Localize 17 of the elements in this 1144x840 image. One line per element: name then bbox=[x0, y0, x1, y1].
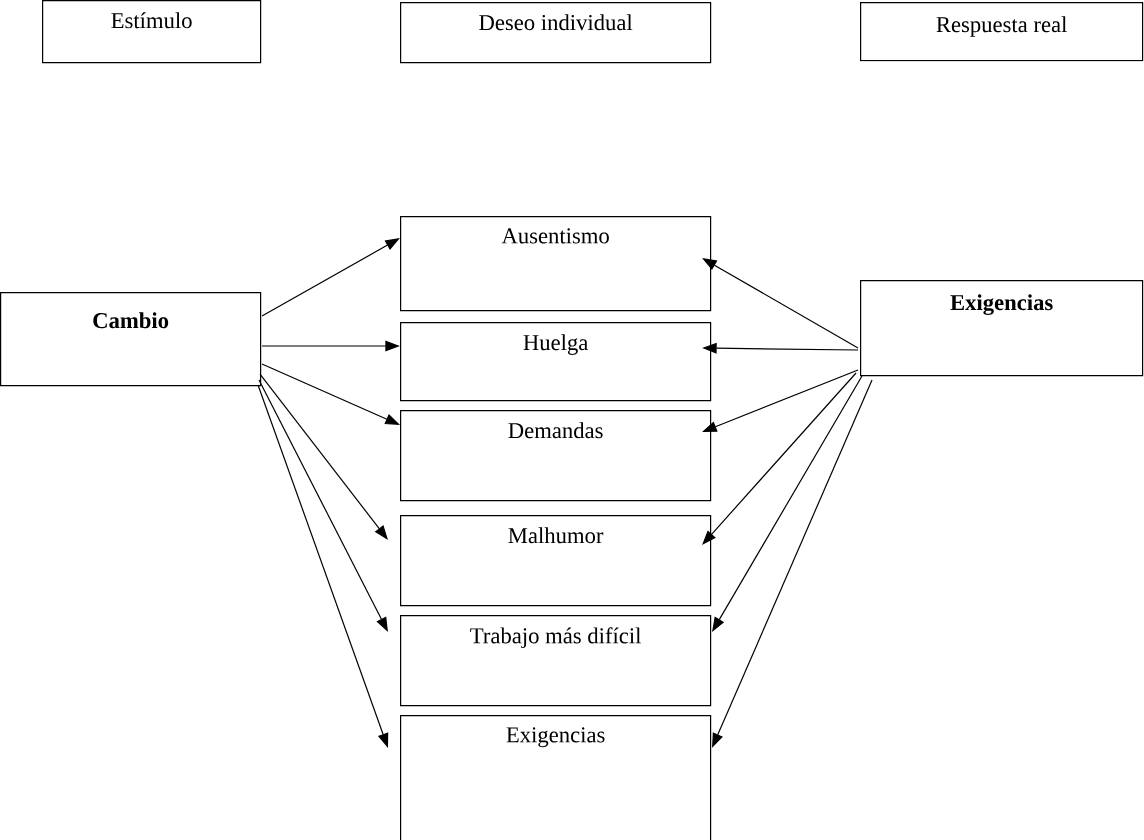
box: Exigencias bbox=[400, 715, 712, 840]
box: Huelga bbox=[400, 322, 712, 402]
box: Estímulo bbox=[42, 0, 262, 64]
box: Ausentismo bbox=[400, 216, 712, 312]
box: Malhumor bbox=[400, 515, 712, 607]
box: Demandas bbox=[400, 410, 712, 502]
arrow bbox=[258, 379, 388, 632]
arrow bbox=[261, 238, 400, 317]
arrow bbox=[712, 375, 863, 632]
box: Deseo individual bbox=[400, 2, 712, 64]
arrow bbox=[702, 372, 857, 545]
box: Trabajo más difícil bbox=[400, 615, 712, 707]
box: Exigencias bbox=[860, 280, 1144, 377]
arrow bbox=[259, 373, 388, 540]
arrow bbox=[702, 258, 859, 349]
box: Cambio bbox=[0, 292, 262, 387]
box: Respuesta real bbox=[860, 2, 1144, 62]
